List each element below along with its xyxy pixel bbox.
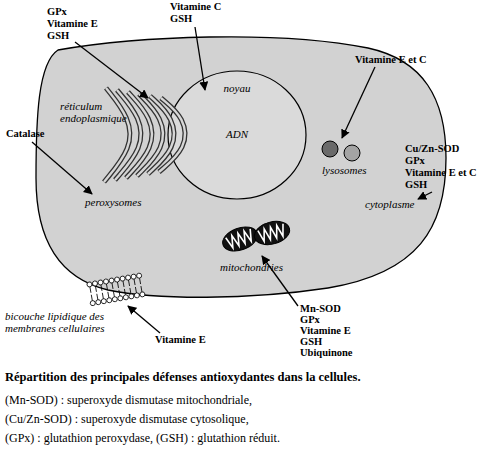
antioxidant-callout: GSH xyxy=(300,336,322,348)
organelle-label: bicouche lipidique des membranes cellula… xyxy=(5,310,127,334)
antioxidant-callout: Vitamine E xyxy=(155,334,206,346)
antioxidant-callout: GSH xyxy=(47,30,69,42)
organelle-node: bicouche lipidique des membranes cellula… xyxy=(0,276,160,346)
antioxidant-callout: GPx xyxy=(47,6,67,18)
abbreviation-note: (GPx) : glutathion peroxydase, (GSH) : g… xyxy=(5,431,280,445)
antioxidant-callout: Mn-SOD xyxy=(300,303,341,315)
leader-arrow xyxy=(128,306,160,333)
antioxidant-callout: GSH xyxy=(170,13,192,25)
organelle-node: réticulum endoplasmique xyxy=(58,78,178,193)
antioxidant-callout: GPx xyxy=(405,155,425,167)
organelle-label: lysosomes xyxy=(322,164,367,176)
antioxidant-callout: Vitamine E et C xyxy=(355,54,427,66)
organelle-node: lysosomes xyxy=(318,140,388,185)
antioxidant-callout: Vitamine C xyxy=(170,1,221,13)
antioxidant-callout: Catalase xyxy=(6,128,45,140)
organelle-label: noyau xyxy=(167,82,307,94)
antioxidant-callout: GSH xyxy=(405,179,427,191)
antioxidant-callout: Ubiquinone xyxy=(300,347,353,359)
antioxidant-callout: Vitamine E xyxy=(47,18,98,30)
organelle-label: cytoplasme xyxy=(365,198,414,210)
organelle-label: mitochondries xyxy=(220,261,283,273)
organelle-node: cytoplasme noyauADN réticulum endoplasmiqu… xyxy=(28,28,454,300)
abbreviation-note: (Mn-SOD) : superoxyde dismutase mitochon… xyxy=(5,393,252,407)
er-shape xyxy=(58,78,178,193)
organelle-label: ADN xyxy=(167,128,307,140)
abbreviation-note: (Cu/Zn-SOD) : superoxyde dismutase cytos… xyxy=(5,412,249,426)
organelle-label: peroxysomes xyxy=(85,196,141,208)
organelle-node: noyauADN xyxy=(167,70,307,200)
antioxidant-callout: Cu/Zn-SOD xyxy=(405,143,459,155)
organelle-label: réticulum endoplasmique xyxy=(60,100,134,124)
antioxidant-callout: Vitamine E xyxy=(300,325,351,337)
lysosome-shape xyxy=(318,140,388,185)
antioxidant-callout: Vitamine E et C xyxy=(405,167,477,179)
organelle-node: mitochondries xyxy=(210,215,300,277)
figure-caption: Répartition des principales défenses ant… xyxy=(5,370,361,384)
antioxidant-callout: GPx xyxy=(300,314,320,326)
